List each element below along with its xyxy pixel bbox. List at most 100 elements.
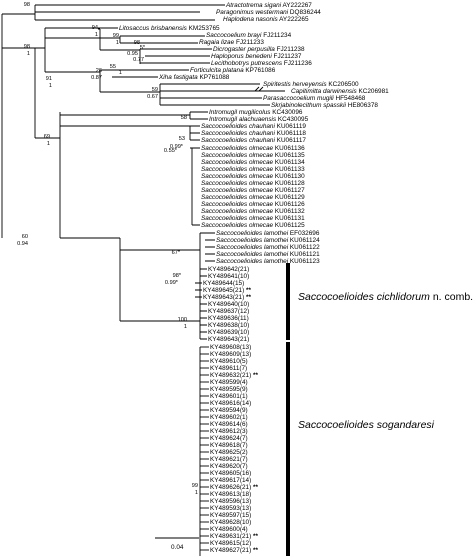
taxon-label: KY489640(10) [208,301,249,308]
taxon-mark: ** [251,547,258,554]
taxon-name: Xiha fastigata [158,74,198,81]
support-bottom: 1 [184,324,187,330]
taxon-label: KY489637(12) [208,308,249,315]
taxon-accession: FJ211238 [275,46,305,53]
taxon-label: Parasaccocoelium mugili HF548468 [263,95,366,102]
taxon-name: Saccocoelioides olmecae [201,187,274,194]
taxon-accession: FJ211236 [282,60,312,67]
taxon-name: KY489640(10) [208,301,249,308]
taxon-accession: EF032696 [288,230,320,237]
taxon-label: KY489628(10) [210,519,251,526]
taxon-label: Saccocoelioides lamothei KU061124 [216,237,320,244]
support-top: 60 [22,234,28,240]
taxon-mark: ** [244,287,251,294]
taxon-name: Intromugil alachuaensis [209,116,277,123]
taxon-label: Saccocoelioides olmecae KU061127 [201,187,305,194]
taxon-name: Intromugil mugilicolus [209,109,271,116]
taxon-label: Saccocoelioides chauhani KU061118 [201,130,306,137]
taxon-name: KY489605(16) [210,470,251,477]
taxon-label: Xiha fastigata KP761088 [158,74,230,81]
taxon-accession: HF548468 [334,95,366,102]
taxon-name: Saccocoelioides olmecae [201,180,274,187]
taxon-label: KY489616(14) [210,400,251,407]
support-top: 5* [140,45,146,51]
taxon-accession: KU061121 [288,251,320,258]
support-top: 99 [113,33,119,39]
taxon-label: KY489615(12) [210,540,251,547]
taxon-name: KY489600(4) [210,526,248,533]
taxon-accession: KU061128 [273,180,305,187]
taxon-name: Atractotrema sigani [225,2,282,9]
taxon-label: Saccocoelioides olmecae KU061135 [201,152,305,159]
taxon-name: Forticulcita platana [190,67,244,74]
taxon-accession: AY222267 [281,2,312,9]
taxon-label: KY489641(10) [208,273,249,280]
clade-label-species: Saccocoelioides cichlidorum [298,291,430,303]
support-top: 99 [192,483,198,489]
taxon-label: KY489639(10) [208,329,249,336]
taxon-label: KY489599(4) [210,379,248,386]
taxon-label: Saccocoelioides lamothei KU061121 [216,251,320,258]
taxon-mark: ** [251,533,258,540]
support-top: 0.99* [170,144,184,150]
taxon-label: KY489644(15) [203,280,244,287]
taxon-name: KY489631(21) [210,533,251,540]
taxon-accession: KU061122 [288,244,320,251]
support-bottom: 0.94 [17,241,28,247]
taxon-label: Lecithobotrys putrescens FJ211236 [211,60,312,67]
taxon-accession: FJ211233 [234,39,264,46]
taxon-mark: ** [251,484,258,491]
taxon-label: Saccocoelioides olmecae KU061133 [201,166,305,173]
taxon-label: KY489600(4) [210,526,248,533]
taxon-accession: AY222265 [278,16,309,23]
support-top: 55 [110,64,116,70]
taxon-accession: KU061127 [273,187,305,194]
taxon-name: KY489593(13) [210,505,251,512]
taxon-label: KY489620(7) [210,463,248,470]
taxon-label: KY489632(21) ** [210,372,258,379]
support-bottom: 1 [27,51,30,57]
taxon-label: Saccocoelioides lamothei EF032696 [216,230,320,237]
taxon-label: KY489642(21) [208,266,249,273]
taxon-label: KY489645(21) ** [203,287,251,294]
taxon-accession: KU061126 [273,201,305,208]
support-top: 26 [96,68,102,74]
taxon-name: KY489613(18) [210,491,251,498]
taxon-accession: KU061117 [275,137,306,144]
taxon-name: KY489643(21) [208,336,249,343]
taxon-label: KY489611(7) [210,365,247,372]
taxon-name: Saccocoelioides olmecae [201,173,274,180]
taxon-label: KY489618(7) [210,442,248,449]
taxon-name: Saccocoelioides olmecae [201,215,274,222]
taxon-label: Saccocoelioides olmecae KU061131 [201,215,305,222]
taxon-name: KY489611(7) [210,365,247,372]
taxon-name: Saccocoelioides olmecae [201,208,274,215]
support-top: 58 [181,115,187,121]
taxon-accession: KC206500 [327,81,359,88]
taxon-name: Haploporus benedeni [211,53,272,60]
taxon-label: Saccocoelioides olmecae KU061132 [201,208,305,215]
taxon-name: Saccocoelioides olmecae [201,159,274,166]
taxon-label: Haplodena nasonis AY222265 [223,16,309,23]
taxon-name: KY489624(7) [210,435,248,442]
taxon-accession: KP761086 [244,67,276,74]
support-top: 0.55* [164,148,178,154]
taxon-label: Saccocoelioides olmecae KU061128 [201,180,305,187]
taxon-label: KY489643(21) [208,336,249,343]
taxon-name: KY489616(14) [210,400,251,407]
taxon-accession: KU061131 [273,215,305,222]
taxon-label: KY489638(10) [208,322,249,329]
taxon-accession: KU061136 [273,145,305,152]
taxon-label: KY489621(7) [210,456,248,463]
taxon-accession: DQ836244 [288,9,321,16]
support-bottom: 1 [49,83,52,89]
taxon-name: KY489627(21) [210,547,251,554]
taxon-accession: KU061129 [273,194,305,201]
taxon-accession: KC430095 [276,116,308,123]
scale-bar-label: 0.04 [171,544,184,551]
taxon-label: Litosaccus brisbanensis KM253765 [119,25,220,32]
clade-label-suffix: n. comb. [430,291,473,303]
taxon-name: KY489641(10) [208,273,249,280]
